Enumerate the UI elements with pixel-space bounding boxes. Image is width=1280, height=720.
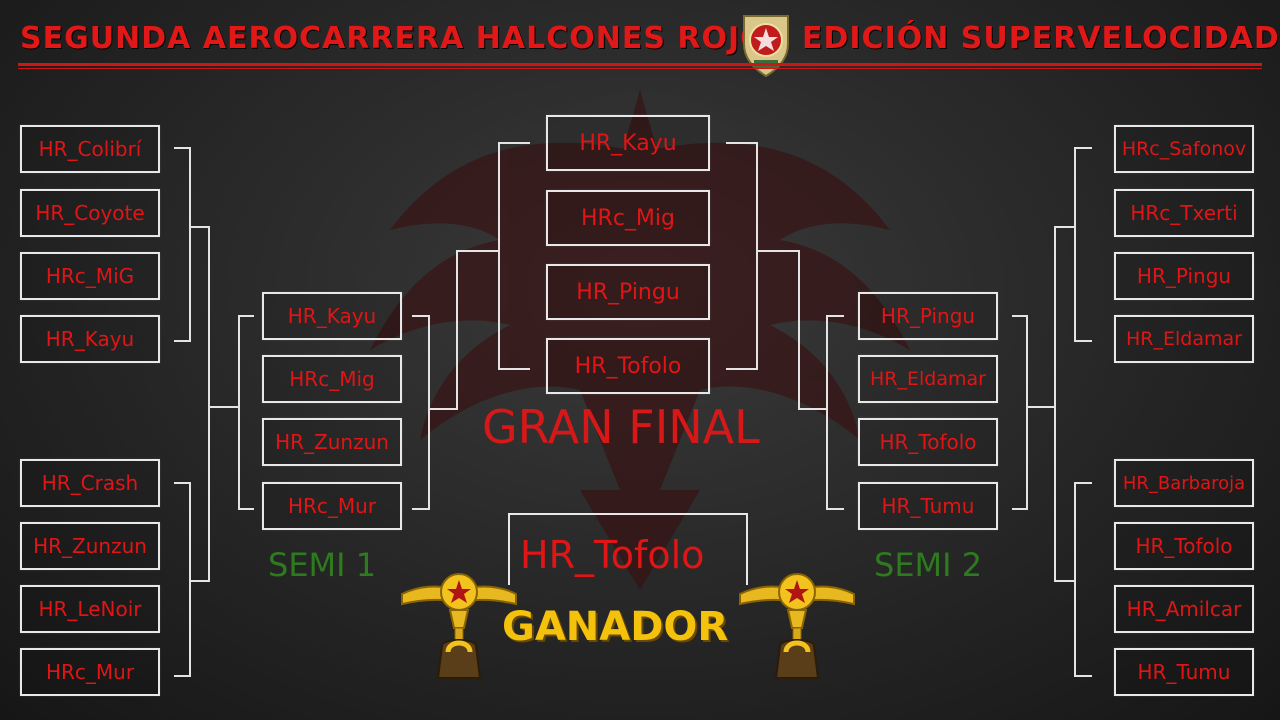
right-r1-slot-4: HR_Eldamar	[1114, 315, 1254, 363]
bracket-line	[208, 226, 210, 582]
ganador-label: GANADOR	[502, 604, 729, 650]
bracket-line	[1076, 482, 1092, 484]
left-r1-slot-6: HR_Zunzun	[20, 522, 160, 570]
emblem-icon	[743, 15, 789, 78]
right-r1-slot-7: HR_Amilcar	[1114, 585, 1254, 633]
right-r1-slot-6: HR_Tofolo	[1114, 522, 1254, 570]
right-r1-slot-8: HR_Tumu	[1114, 648, 1254, 696]
trophy-icon	[401, 573, 517, 679]
bracket-line	[500, 368, 530, 370]
final-slot-4: HR_Tofolo	[546, 338, 710, 394]
title-divider	[18, 63, 1262, 66]
bracket-line	[1074, 147, 1076, 342]
bracket-line	[238, 315, 240, 510]
bracket-line	[189, 482, 191, 677]
bracket-line	[189, 147, 191, 342]
bracket-line	[174, 675, 190, 677]
bracket-line	[1012, 508, 1026, 510]
final-slot-1: HR_Kayu	[546, 115, 710, 171]
left-r1-slot-1: HR_Colibrí	[20, 125, 160, 173]
bracket-line	[174, 482, 190, 484]
bracket-line	[191, 226, 209, 228]
bracket-line	[240, 315, 254, 317]
final-slot-3: HR_Pingu	[546, 264, 710, 320]
semi1-slot-3: HR_Zunzun	[262, 418, 402, 466]
bracket-line	[191, 580, 209, 582]
bracket-line	[1056, 226, 1074, 228]
bracket-line	[798, 250, 800, 410]
bracket-line	[210, 406, 238, 408]
eagle-silhouette	[370, 90, 910, 590]
final-slot-2: HRc_Mig	[546, 190, 710, 246]
bracket-line	[458, 250, 498, 252]
title-right: EDICIÓN SUPERVELOCIDAD	[802, 21, 1280, 56]
bracket-line	[828, 508, 844, 510]
bracket-line	[726, 142, 756, 144]
semi1-slot-4: HRc_Mur	[262, 482, 402, 530]
bracket-line	[1074, 482, 1076, 677]
bracket-line	[758, 250, 798, 252]
right-r1-slot-5: HR_Barbaroja	[1114, 459, 1254, 507]
semi2-label: SEMI 2	[874, 546, 983, 584]
bracket-line	[1028, 406, 1054, 408]
left-r1-slot-3: HRc_MiG	[20, 252, 160, 300]
semi2-slot-3: HR_Tofolo	[858, 418, 998, 466]
bracket-line	[412, 315, 428, 317]
bracket-line	[430, 408, 456, 410]
bracket-line	[826, 315, 828, 510]
semi1-slot-1: HR_Kayu	[262, 292, 402, 340]
bracket-line	[1012, 315, 1026, 317]
winner-box	[508, 513, 748, 585]
bracket-line	[1054, 226, 1056, 582]
left-r1-slot-4: HR_Kayu	[20, 315, 160, 363]
semi2-slot-2: HR_Eldamar	[858, 355, 998, 403]
right-r1-slot-3: HR_Pingu	[1114, 252, 1254, 300]
left-r1-slot-2: HR_Coyote	[20, 189, 160, 237]
bracket-line	[456, 250, 458, 410]
bracket-line	[498, 142, 500, 370]
bracket-line	[174, 147, 190, 149]
bracket-line	[1076, 147, 1092, 149]
winner-name: HR_Tofolo	[520, 533, 705, 577]
bracket-line	[412, 508, 428, 510]
title-left: SEGUNDA AEROCARRERA HALCONES ROJOS	[20, 21, 790, 56]
semi1-slot-2: HRc_Mig	[262, 355, 402, 403]
title-divider-thin	[18, 68, 1262, 69]
bracket-line	[500, 142, 530, 144]
left-r1-slot-7: HR_LeNoir	[20, 585, 160, 633]
bracket-line	[800, 408, 826, 410]
bracket-line	[828, 315, 844, 317]
right-r1-slot-1: HRc_Safonov	[1114, 125, 1254, 173]
semi1-label: SEMI 1	[268, 546, 377, 584]
bracket-line	[726, 368, 756, 370]
right-r1-slot-2: HRc_Txerti	[1114, 189, 1254, 237]
bracket-line	[1076, 340, 1092, 342]
semi2-slot-4: HR_Tumu	[858, 482, 998, 530]
left-r1-slot-5: HR_Crash	[20, 459, 160, 507]
semi2-slot-1: HR_Pingu	[858, 292, 998, 340]
trophy-icon	[739, 573, 855, 679]
bracket-line	[240, 508, 254, 510]
bracket-line	[756, 142, 758, 370]
bracket-line	[174, 340, 190, 342]
gran-final-label: GRAN FINAL	[482, 400, 760, 454]
left-r1-slot-8: HRc_Mur	[20, 648, 160, 696]
bracket-line	[1056, 580, 1074, 582]
bracket-line	[1026, 315, 1028, 510]
bracket-line	[428, 315, 430, 510]
bracket-line	[1076, 675, 1092, 677]
